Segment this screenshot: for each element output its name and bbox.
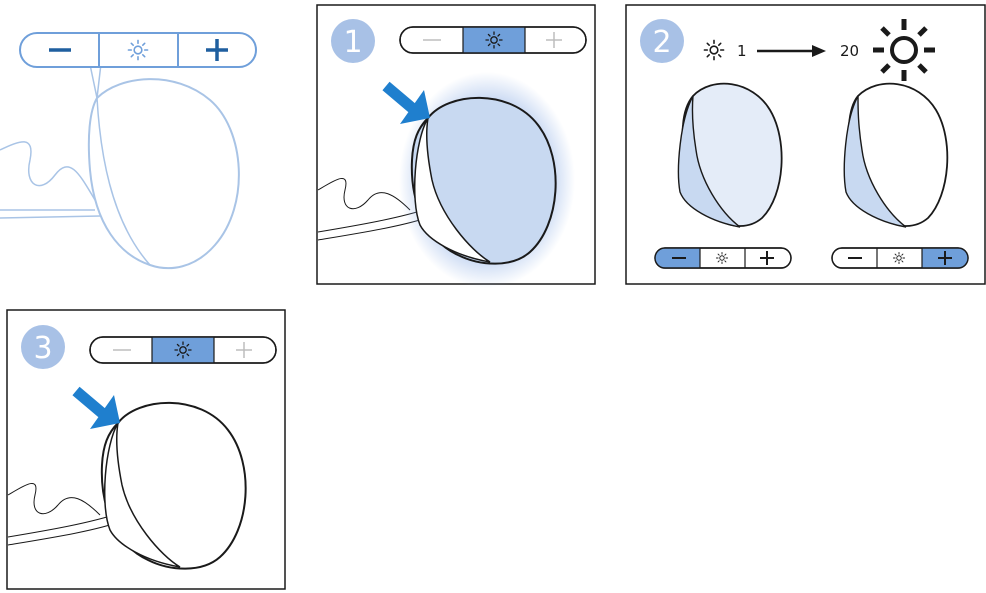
step-2-panel: 2 1 20 bbox=[626, 5, 985, 284]
power-cable bbox=[0, 142, 100, 218]
step-badge: 3 bbox=[21, 325, 65, 369]
step-number: 3 bbox=[33, 331, 52, 366]
step-number: 1 bbox=[343, 25, 362, 60]
step-badge: 1 bbox=[331, 19, 375, 63]
step-number: 2 bbox=[652, 25, 671, 60]
control-strip bbox=[655, 248, 791, 268]
lamp-outline bbox=[89, 79, 239, 268]
control-strip bbox=[400, 27, 586, 53]
step-badge: 2 bbox=[640, 19, 684, 63]
step-1-panel: 1 bbox=[317, 5, 595, 288]
control-strip bbox=[832, 248, 968, 268]
control-strip bbox=[20, 33, 256, 67]
brightness-min-label: 1 bbox=[737, 42, 747, 60]
brightness-max-label: 20 bbox=[840, 42, 859, 60]
control-strip bbox=[90, 337, 276, 363]
lamp-bright bbox=[844, 84, 947, 227]
lamp-dim bbox=[679, 84, 782, 227]
step-3-panel: 3 bbox=[7, 310, 285, 589]
overview-figure bbox=[0, 33, 256, 268]
